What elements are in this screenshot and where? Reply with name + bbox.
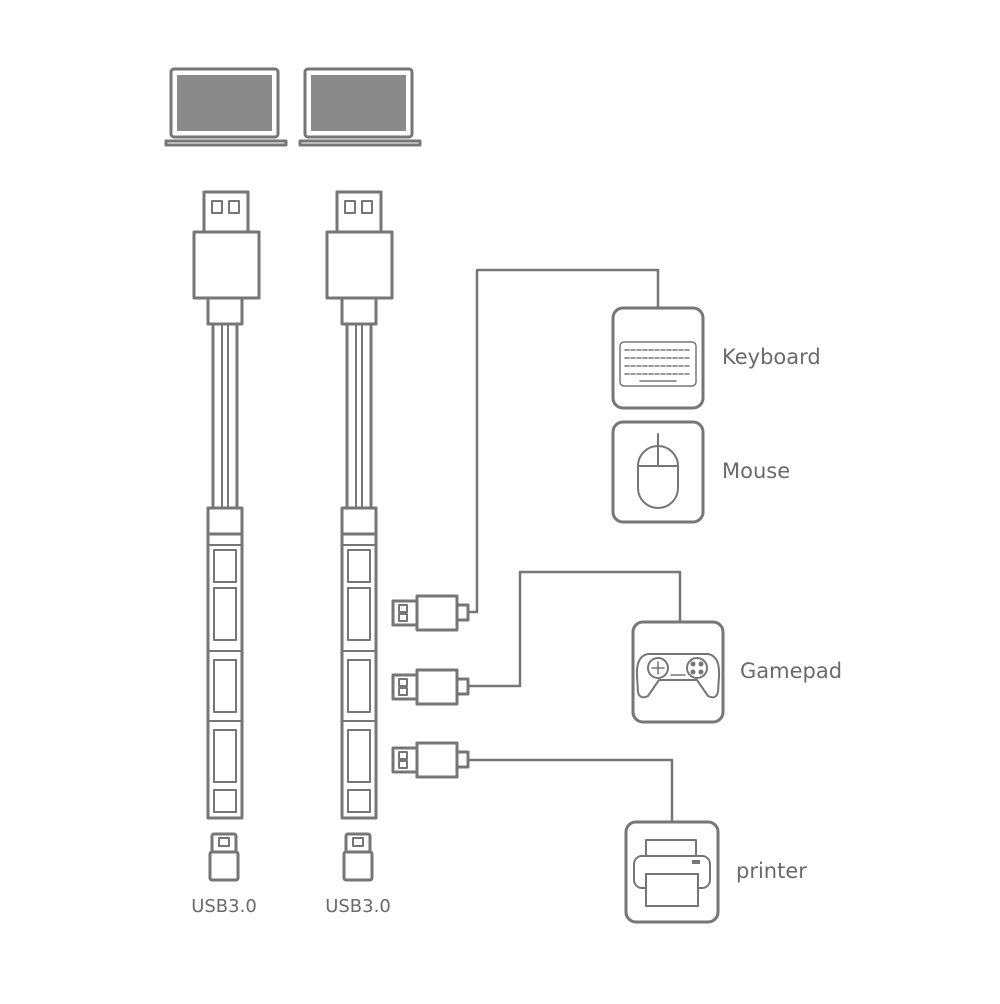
mouse-icon [637,433,679,509]
gamepad-label: Gamepad [740,659,843,683]
usb-port-label-right: USB3.0 [325,896,391,917]
usb-plug-icon-gamepad [391,668,470,706]
usb-plug-icon-printer [391,741,470,779]
mouse-device [611,420,705,524]
connector-lines [466,268,682,824]
usb-plug-icon-keyboard [391,594,470,632]
usb-port-label-left: USB3.0 [191,896,257,917]
mouse-label: Mouse [722,459,791,483]
laptop-icon-right [298,67,422,147]
keyboard-device [611,306,705,410]
usb-hub-left [192,190,261,820]
laptop-icon-left [164,67,288,147]
gamepad-device [631,620,725,724]
usb-c-port-icon-left [208,832,240,882]
usb-c-port-icon-right [342,832,374,882]
usb-hub-right [325,190,394,820]
printer-device [624,820,720,924]
gamepad-cable [466,570,682,688]
keyboard-cable [466,268,660,614]
printer-label: printer [736,859,807,883]
keyboard-icon [619,341,697,387]
printer-cable [466,758,674,824]
printer-icon [633,839,711,907]
gamepad-icon [635,653,721,699]
keyboard-label: Keyboard [722,345,821,369]
